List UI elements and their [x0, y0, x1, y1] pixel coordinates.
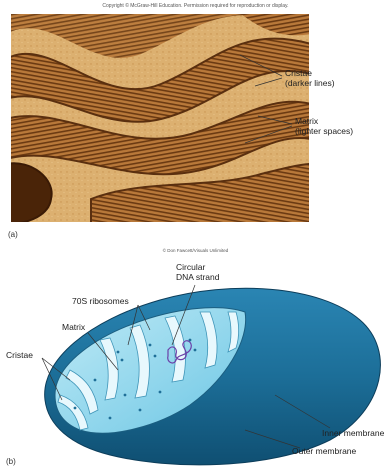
panel-b-letter: (b) — [6, 457, 16, 466]
label-inner-membrane: Inner membrane — [322, 428, 384, 438]
label-matrix-b: Matrix — [62, 322, 85, 332]
label-ribosomes: 70S ribosomes — [72, 296, 129, 306]
label-cristae-b: Cristae — [6, 350, 33, 360]
label-dna: Circular DNA strand — [176, 262, 219, 282]
label-outer-membrane: Outer membrane — [292, 446, 356, 456]
